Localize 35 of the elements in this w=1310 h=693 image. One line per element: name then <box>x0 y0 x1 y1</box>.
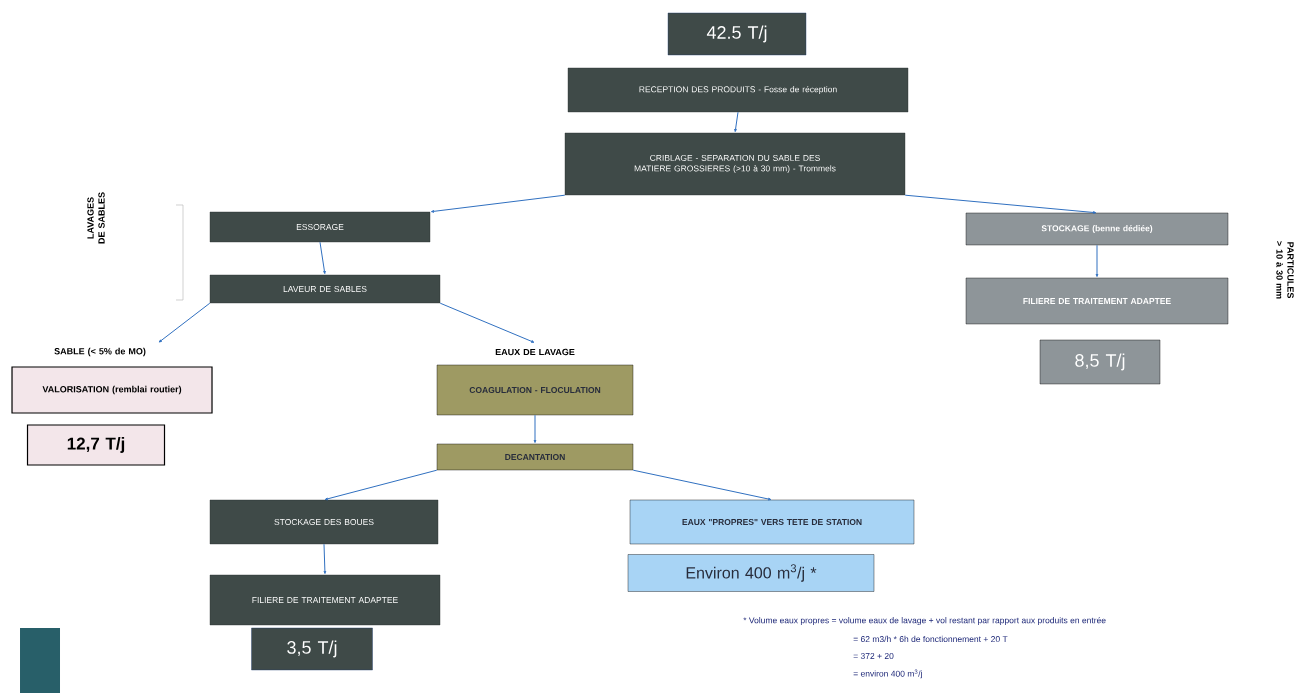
arrow <box>439 302 535 343</box>
footnote: = 372 + 20 <box>853 653 894 659</box>
side-label: PARTICULES > 10 à 30 mm <box>1276 241 1294 299</box>
process-box: FILIERE DE TRAITEMENT ADAPTEE <box>965 277 1229 325</box>
arrow <box>158 302 211 343</box>
process-box: RECEPTION DES PRODUITS - Fosse de réception <box>567 67 909 113</box>
arrow <box>319 241 326 275</box>
quantity-box: 8,5 T/j <box>1039 339 1161 385</box>
process-box: EAUX "PROPRES" VERS TETE DE STATION <box>629 499 915 545</box>
quantity-box: Environ 400 m$^{3}$/j * <box>627 554 875 592</box>
process-box: ESSORAGE <box>209 211 431 243</box>
arrow <box>323 543 327 574</box>
arrow <box>1095 244 1099 277</box>
process-box: COAGULATION - FLOCULATION <box>436 364 634 416</box>
footnote: = 62 m3/h * 6h de fonctionnement + 20 T <box>853 635 1008 643</box>
arrow <box>533 414 537 443</box>
quantity-box: 3,5 T/j <box>251 627 373 671</box>
quantity-box: 42.5 T/j <box>667 12 807 56</box>
process-box: VALORISATION (remblai routier) <box>11 366 213 414</box>
arrow <box>632 469 772 501</box>
process-box: STOCKAGE (benne dédiée) <box>965 212 1229 246</box>
footnote: = environ 400 m$^{3}$/j <box>853 669 922 679</box>
process-box: DECANTATION <box>436 443 634 471</box>
side-label: LAVAGES DE SABLES <box>87 192 105 244</box>
arrow <box>904 194 1097 214</box>
arrow <box>324 469 438 501</box>
process-box: STOCKAGE DES BOUES <box>209 499 439 545</box>
arrow <box>734 111 739 133</box>
quantity-box: 12,7 T/j <box>26 424 166 466</box>
arrow <box>430 194 566 213</box>
flow-label: SABLE (< 5% de MO) <box>54 347 146 357</box>
process-box: CRIBLAGE - SEPARATION DU SABLE DES MATIERE GROSSIERES (>10 à 30 mm) - Trommels <box>564 132 906 196</box>
footnote: * Volume eaux propres = volume eaux de lavage + vol restant par rapport aux produits en entrée <box>743 617 1106 625</box>
flow-label: EAUX DE LAVAGE <box>495 348 575 356</box>
process-box: LAVEUR DE SABLES <box>209 274 441 304</box>
